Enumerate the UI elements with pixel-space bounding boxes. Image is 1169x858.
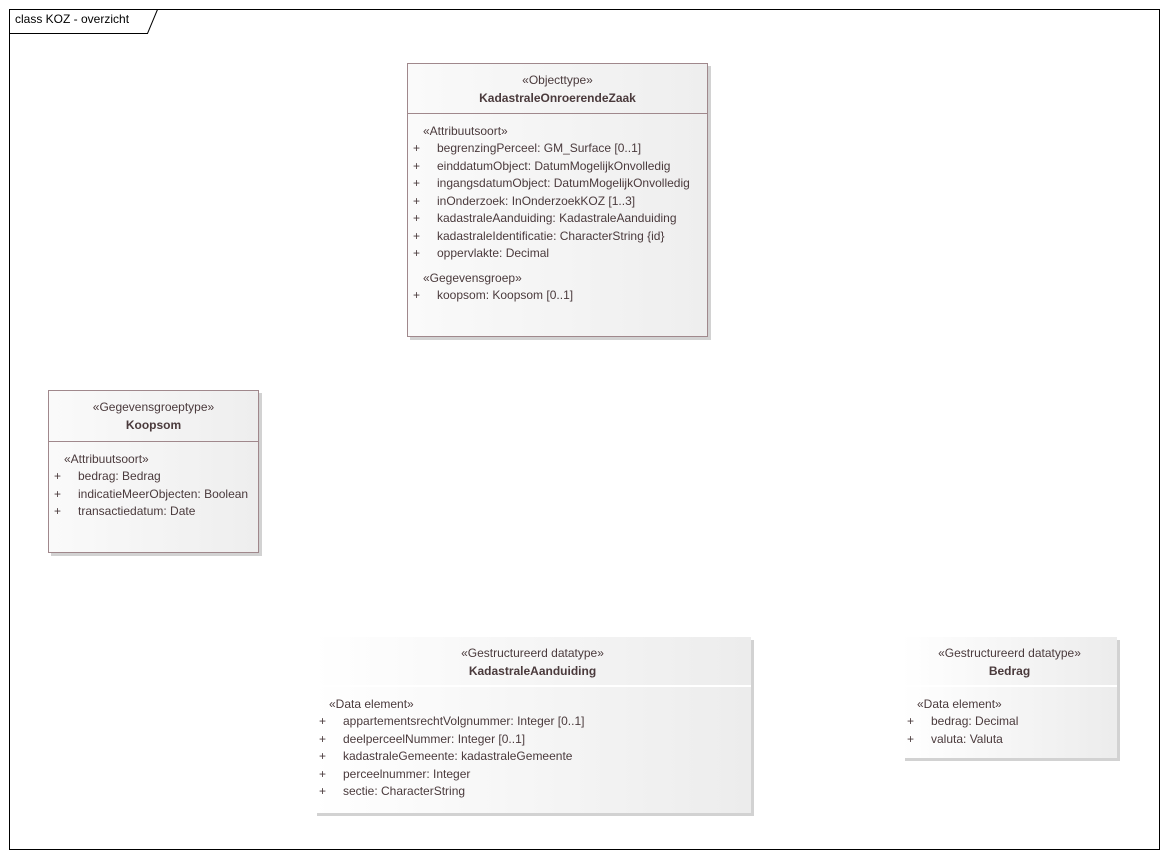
attribute-row[interactable]: + ingangsdatumObject: DatumMogelijkOnvoll… — [408, 175, 707, 193]
class-stereotype: «Gestructureerd datatype» — [938, 646, 1081, 660]
visibility-marker: + — [413, 246, 421, 260]
visibility-marker: + — [319, 784, 327, 798]
class-attributes: «Data element» + appartementsrechtVolgnum… — [314, 687, 751, 801]
visibility-marker: + — [54, 486, 62, 501]
attribute-row[interactable]: + bedrag: Decimal — [902, 713, 1117, 731]
visibility-marker: + — [413, 228, 421, 243]
attribute-row[interactable]: + appartementsrechtVolgnummer: Integer [0… — [314, 713, 751, 731]
class-header: «Gestructureerd datatype» KadastraleAand… — [314, 637, 751, 687]
attribute-text: appartementsrechtVolgnummer: Integer [0.… — [343, 714, 585, 728]
class-kadastrale-aanduiding[interactable]: «Gestructureerd datatype» KadastraleAand… — [314, 637, 751, 813]
attribute-text: kadastraleGemeente: kadastraleGemeente — [343, 749, 573, 763]
visibility-marker: + — [319, 731, 327, 746]
diagram-frame — [9, 9, 1160, 850]
attribute-text: kadastraleIdentificatie: CharacterString… — [437, 228, 665, 243]
class-koopsom[interactable]: «Gegevensgroeptype» Koopsom «Attribuutso… — [48, 390, 259, 553]
visibility-marker: + — [413, 211, 421, 225]
class-bedrag[interactable]: «Gestructureerd datatype» Bedrag «Data e… — [902, 637, 1117, 758]
class-attributes: «Attribuutsoort» + begrenzingPerceel: GM_… — [408, 114, 707, 304]
attribute-row[interactable]: + bedrag: Bedrag — [49, 468, 258, 486]
diagram-title-tab: class KOZ - overzicht — [9, 9, 158, 34]
attribute-row[interactable]: + indicatieMeerObjecten: Boolean — [49, 486, 258, 504]
attribute-row[interactable]: + deelperceelNummer: Integer [0..1] — [314, 731, 751, 749]
class-name: Bedrag — [988, 664, 1031, 678]
class-stereotype: «Objecttype» — [522, 73, 593, 87]
attribute-text: einddatumObject: DatumMogelijkOnvolledig — [437, 158, 671, 173]
attribute-row[interactable]: + kadastraleIdentificatie: CharacterStrin… — [408, 228, 707, 246]
visibility-marker: + — [413, 287, 421, 302]
attribute-text: deelperceelNummer: Integer [0..1] — [343, 731, 526, 746]
class-stereotype: «Gegevensgroeptype» — [92, 400, 215, 414]
visibility-marker: + — [319, 766, 327, 781]
attribute-text: bedrag: Decimal — [931, 714, 1019, 728]
attribute-group-label: «Data element» — [329, 697, 414, 711]
attribute-text: begrenzingPerceel: GM_Surface [0..1] — [437, 141, 642, 155]
visibility-marker: + — [413, 193, 421, 208]
attribute-group-label: «Gegevensgroep» — [423, 270, 522, 285]
attribute-row[interactable]: + begrenzingPerceel: GM_Surface [0..1] — [408, 140, 707, 158]
class-attributes: «Data element» + bedrag: Decimal + valuta:… — [902, 687, 1117, 748]
attribute-row[interactable]: + kadastraleGemeente: kadastraleGemeente — [314, 748, 751, 766]
visibility-marker: + — [319, 749, 327, 763]
attribute-row[interactable]: + einddatumObject: DatumMogelijkOnvolledi… — [408, 158, 707, 176]
visibility-marker: + — [413, 141, 421, 155]
attribute-text: koopsom: Koopsom [0..1] — [437, 287, 574, 302]
class-header: «Gestructureerd datatype» Bedrag — [902, 637, 1117, 687]
class-name: KadastraleOnroerendeZaak — [479, 91, 636, 105]
attribute-text: sectie: CharacterString — [343, 784, 466, 798]
attribute-row[interactable]: + kadastraleAanduiding: KadastraleAanduid… — [408, 210, 707, 228]
class-header: «Objecttype» KadastraleOnroerendeZaak — [408, 64, 707, 114]
attribute-row[interactable]: + valuta: Valuta — [902, 731, 1117, 749]
attribute-text: perceelnummer: Integer — [343, 766, 471, 781]
visibility-marker: + — [413, 158, 421, 173]
class-header: «Gegevensgroeptype» Koopsom — [49, 391, 258, 442]
attribute-text: oppervlakte: Decimal — [437, 246, 550, 260]
attribute-text: bedrag: Bedrag — [78, 469, 161, 483]
attribute-row[interactable]: + sectie: CharacterString — [314, 783, 751, 801]
class-name: Koopsom — [125, 418, 182, 432]
attribute-row[interactable]: + inOnderzoek: InOnderzoekKOZ [1..3] — [408, 193, 707, 211]
frame-tab-shape — [9, 9, 158, 34]
diagram-title: class KOZ - overzicht — [15, 12, 130, 26]
attribute-group-label: «Attribuutsoort» — [423, 124, 508, 138]
attribute-text: transactiedatum: Date — [78, 504, 196, 518]
attribute-text: ingangsdatumObject: DatumMogelijkOnvolle… — [437, 176, 690, 190]
visibility-marker: + — [907, 731, 915, 746]
attribute-text: inOnderzoek: InOnderzoekKOZ [1..3] — [437, 193, 636, 208]
attribute-row[interactable]: + transactiedatum: Date — [49, 503, 258, 521]
attribute-group-label: «Attribuutsoort» — [64, 452, 149, 466]
visibility-marker: + — [54, 469, 62, 483]
visibility-marker: + — [907, 714, 915, 728]
attribute-group-label: «Data element» — [917, 697, 1002, 711]
class-kadastrale-onroerende-zaak[interactable]: «Objecttype» KadastraleOnroerendeZaak «A… — [407, 63, 708, 337]
attribute-text: kadastraleAanduiding: KadastraleAanduidi… — [437, 211, 677, 225]
attribute-row[interactable]: + oppervlakte: Decimal — [408, 245, 707, 263]
class-name: KadastraleAanduiding — [468, 664, 597, 678]
class-stereotype: «Gestructureerd datatype» — [461, 646, 604, 660]
attribute-row[interactable]: + koopsom: Koopsom [0..1] — [408, 287, 707, 305]
class-attributes: «Attribuutsoort» + bedrag: Bedrag + indica… — [49, 442, 258, 521]
attribute-text: valuta: Valuta — [931, 731, 1003, 746]
visibility-marker: + — [413, 176, 421, 190]
visibility-marker: + — [54, 504, 62, 518]
attribute-row[interactable]: + perceelnummer: Integer — [314, 766, 751, 784]
visibility-marker: + — [319, 714, 327, 728]
attribute-text: indicatieMeerObjecten: Boolean — [78, 486, 249, 501]
